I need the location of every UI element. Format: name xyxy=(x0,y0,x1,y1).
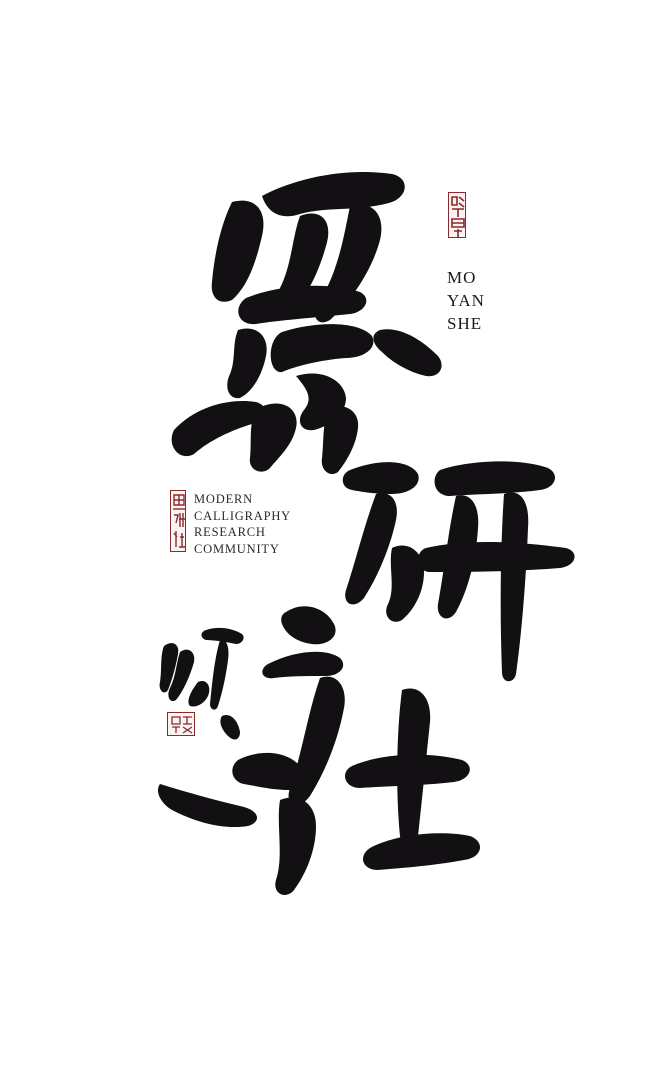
subtitle-line-1: MODERN xyxy=(194,492,253,506)
character-she xyxy=(157,606,481,895)
title-line-3: SHE xyxy=(447,314,483,333)
subtitle-line-3: RESEARCH xyxy=(194,525,266,539)
title-line-2: YAN xyxy=(447,291,485,310)
character-mo xyxy=(171,172,442,475)
subtitle-line-4: COMMUNITY xyxy=(194,541,280,556)
signature-seal xyxy=(167,712,195,736)
signature-calligraphy xyxy=(159,627,244,740)
character-yan xyxy=(342,461,575,682)
top-seal xyxy=(448,192,466,238)
side-seal xyxy=(170,490,186,552)
subtitle-line-2: CALLIGRAPHY xyxy=(194,508,291,523)
english-subtitle: MODERN CALLIGRAPHY RESEARCH COMMUNITY xyxy=(194,491,291,557)
english-title: MO YAN SHE xyxy=(447,266,485,335)
title-line-1: MO xyxy=(447,268,477,287)
